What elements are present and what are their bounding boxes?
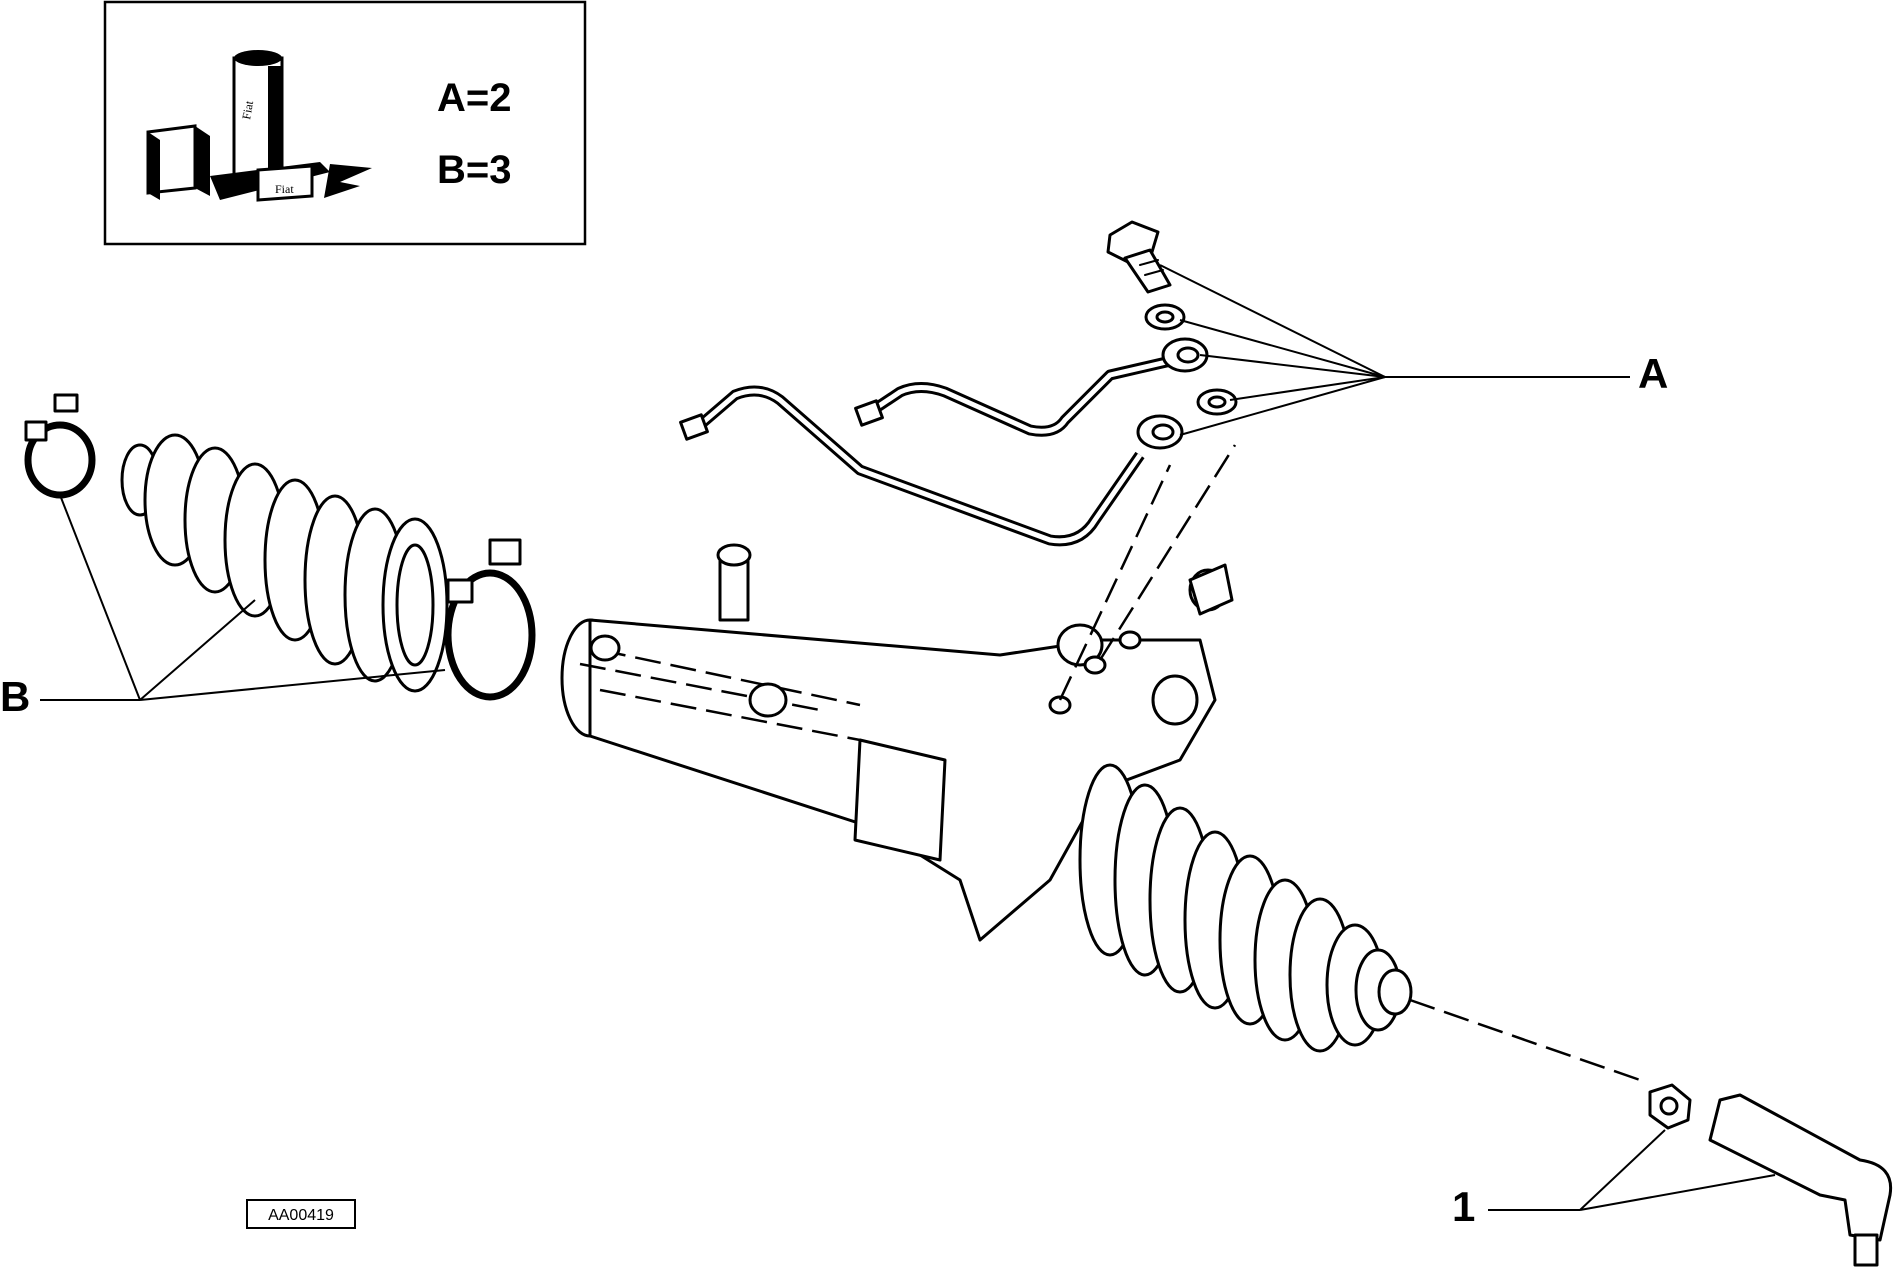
large-hose-clamp <box>444 538 536 701</box>
steering-rack-housing <box>560 444 1237 942</box>
figure-code: AA00419 <box>268 1207 334 1224</box>
tie-rod-end <box>1648 1083 1893 1267</box>
legend-a-quantity: A=2 <box>437 76 512 120</box>
right-bellows-boot <box>1078 763 1641 1082</box>
brand-label-can: Fiat <box>239 99 256 120</box>
callout-a: A <box>1638 350 1668 397</box>
fiat-product-icon: Fiat Fiat <box>146 50 372 202</box>
legend-box: Fiat Fiat A=2 B=3 <box>103 0 587 246</box>
brand-label-box: Fiat <box>275 182 294 196</box>
left-bellows-boot <box>120 433 449 693</box>
callout-1: 1 <box>1452 1183 1475 1230</box>
legend-b-quantity: B=3 <box>437 148 512 192</box>
callout-b: B <box>0 673 30 720</box>
figure-code-box: AA00419 <box>246 1199 356 1229</box>
pipe-assembly <box>679 220 1238 547</box>
small-hose-clamp <box>24 393 96 499</box>
leader-lines <box>40 264 1776 1211</box>
